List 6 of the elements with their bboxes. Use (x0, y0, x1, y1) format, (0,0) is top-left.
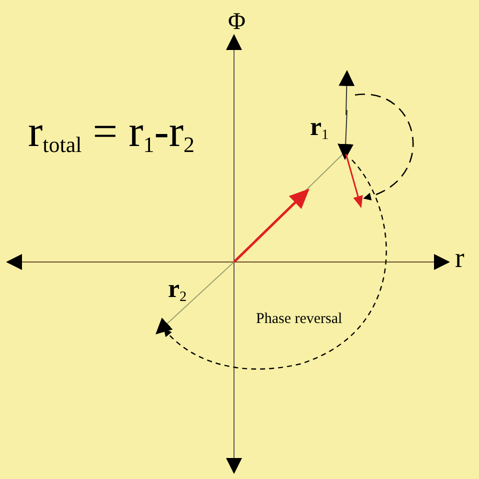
axis-label: Φ (228, 8, 246, 37)
annotation-text: Phase reversal (256, 312, 342, 327)
axis-label: r (455, 245, 464, 273)
vector-label: r$_{1}$ (310, 114, 329, 140)
vector-label: r$_{2}$ (168, 276, 187, 302)
formula-text: r$_{total}$ = r$_{1}$-r$_{2}$ (28, 110, 195, 154)
